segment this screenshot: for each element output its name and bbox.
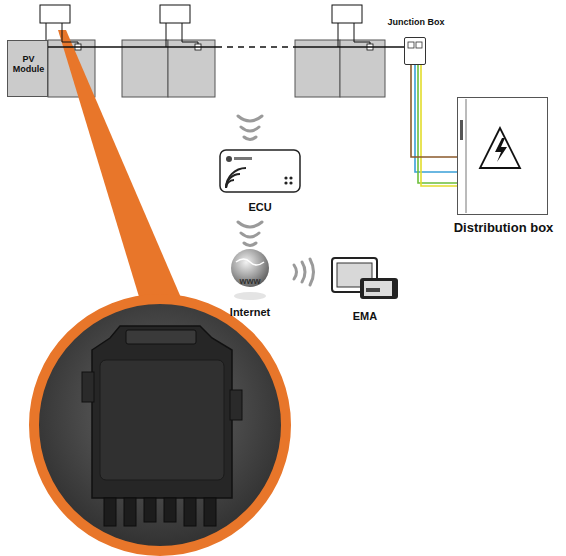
pv-panel [168, 40, 215, 97]
bus-connectors [75, 44, 373, 50]
distribution-box-detail [460, 99, 520, 213]
pv-panel [122, 40, 168, 97]
www-label: www [235, 276, 265, 286]
wireless-waves [238, 116, 314, 285]
node-label: Internet [205, 306, 295, 318]
node-label: Junction Box [366, 18, 466, 28]
dc-bus-cable [48, 46, 404, 48]
magnify-circle [34, 299, 286, 551]
bus-dashed-line [216, 46, 294, 48]
pv-panel [48, 40, 95, 97]
ecu-node: ECU [220, 150, 300, 192]
microinverters [40, 5, 362, 23]
globe-icon [231, 249, 269, 300]
ecu-device [220, 150, 300, 192]
leader-wedge [58, 30, 182, 300]
junction-terminals [408, 42, 422, 48]
bus-gap [216, 43, 294, 51]
node-label: EMA [320, 310, 410, 322]
ema-monitor [332, 258, 398, 299]
node-label: PV Module [8, 55, 49, 75]
node-label: Distribution box [434, 221, 566, 235]
pv-panel [340, 40, 385, 97]
ac-cable [411, 65, 457, 157]
internet-node: Internet [231, 249, 269, 287]
distribution-box: Distribution box [457, 97, 548, 215]
microinverter-photo [82, 326, 242, 526]
pv-module-panel: PV Module [7, 40, 48, 97]
node-label: ECU [215, 201, 305, 213]
pv-panels [48, 40, 385, 97]
ema-node: EMA [330, 256, 400, 302]
inverter-wires [46, 23, 370, 47]
pv-panel [295, 40, 340, 97]
ac-wires [415, 65, 457, 186]
junction-box: Junction Box [404, 37, 426, 65]
